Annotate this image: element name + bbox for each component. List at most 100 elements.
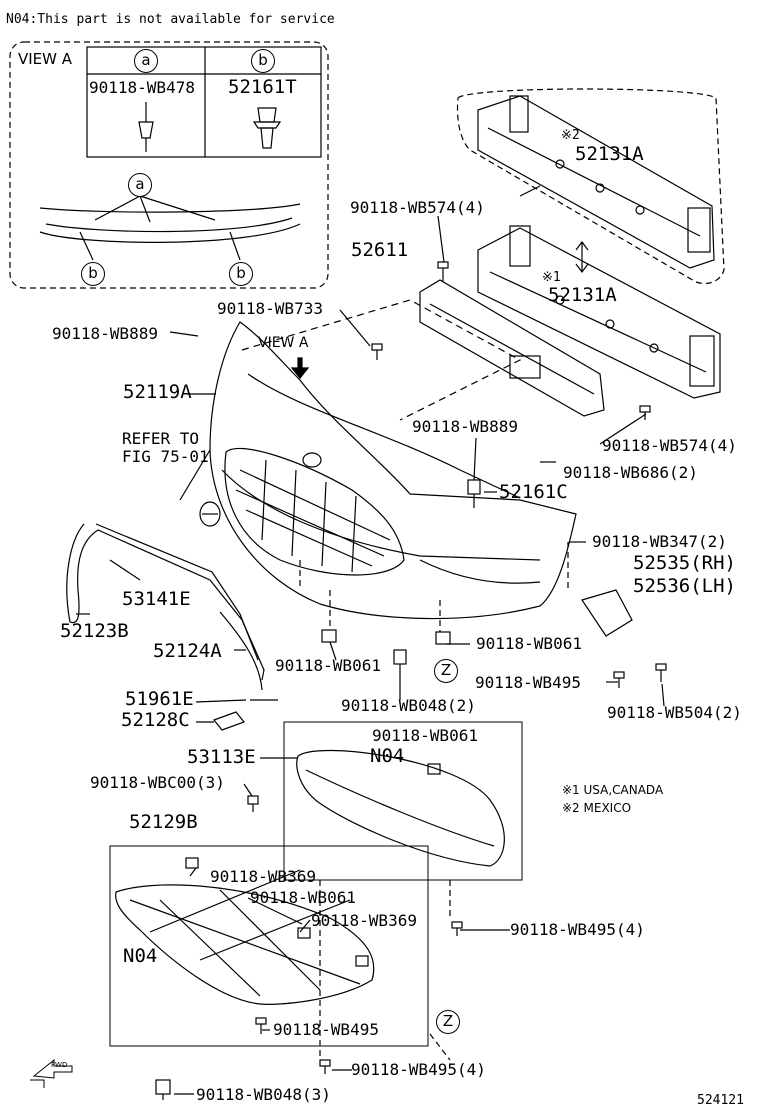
screw-icon [319, 1059, 331, 1074]
label-53113E: 53113E [187, 746, 256, 768]
label-90118-WB495-4-upper: 90118-WB495(4) [510, 920, 645, 939]
refer-note-line2: FIG 75-01 [122, 447, 209, 466]
bumper-cover-52119A [209, 321, 577, 620]
label-90118-WB686-2: 90118-WB686(2) [563, 463, 698, 482]
label-52119A: 52119A [123, 381, 192, 403]
mexico-variant-frame [456, 88, 725, 285]
emblem-icon [199, 501, 221, 527]
label-52611: 52611 [351, 239, 409, 261]
label-90118-WB574-4-right: 90118-WB574(4) [602, 436, 737, 455]
undercover-frame [109, 845, 429, 1047]
nut-icon [297, 927, 311, 939]
bolt-icon [437, 261, 449, 282]
label-N04-top: N04 [370, 745, 405, 767]
label-52124A: 52124A [153, 640, 222, 662]
bolt-icon [371, 343, 383, 360]
view-a-bumper-edge [39, 195, 301, 261]
fwd-direction-icon [30, 1058, 73, 1088]
label-90118-WB061-right: 90118-WB061 [476, 634, 582, 653]
reinforcement-52131A-mexico [477, 95, 715, 269]
header-note: N04:This part is not available for servi… [6, 12, 335, 27]
label-90118-WB574-4-top: 90118-WB574(4) [350, 198, 485, 217]
nut-icon [427, 763, 441, 775]
label-90118-WB061-center: 90118-WB061 [275, 656, 381, 675]
clip-icon [155, 1079, 171, 1100]
label-52123B: 52123B [60, 620, 129, 642]
bracket-52535 [581, 589, 633, 637]
bolt-icon [639, 405, 651, 420]
label-90118-WB369-lower: 90118-WB369 [311, 911, 417, 930]
label-N04-bottom: N04 [123, 945, 158, 967]
label-52535-RH: 52535(RH) [633, 552, 736, 574]
label-90118-WB048-3: 90118-WB048(3) [196, 1085, 331, 1104]
refer-note-line1: REFER TO [122, 429, 200, 448]
label-52161C: 52161C [499, 481, 568, 503]
label-90118-WB889-right: 90118-WB889 [412, 417, 518, 436]
callout-b-left: b [81, 262, 105, 286]
label-52536-LH: 52536(LH) [633, 575, 736, 597]
variant-mark-1: ※1 [542, 270, 561, 285]
location-marker-z-bottom: Z [436, 1010, 460, 1034]
region-note-2: ※2 MEXICO [562, 801, 632, 815]
label-52129B: 52129B [129, 811, 198, 833]
label-90118-WB495-single: 90118-WB495 [475, 673, 581, 692]
view-a-arrow-icon [290, 357, 310, 379]
clip-52161C [467, 479, 481, 508]
fastener-table [86, 46, 322, 158]
nut-icon [321, 629, 337, 643]
figure-id: 524121 [697, 1093, 744, 1108]
callout-a: a [128, 173, 152, 197]
leader-line [179, 449, 211, 501]
label-90118-WB061-spoiler: 90118-WB061 [372, 726, 478, 745]
tow-cover-52128C [213, 711, 245, 731]
label-90118-WB048-2: 90118-WB048(2) [341, 696, 476, 715]
label-51961E: 51961E [125, 688, 194, 710]
location-marker-z-top: Z [434, 659, 458, 683]
label-53141E: 53141E [122, 588, 191, 610]
leader-lines [76, 185, 665, 1095]
nut-icon [435, 631, 451, 645]
rivet-icon [138, 102, 154, 152]
label-52131A-top: 52131A [575, 143, 644, 165]
screw-icon [255, 1017, 267, 1034]
table-key-a: a [134, 49, 158, 73]
clip-icon [393, 649, 407, 665]
screw-icon [451, 921, 463, 936]
fwd-label: FWD [51, 1061, 68, 1069]
grille-moulding-53141E [66, 523, 265, 681]
callout-b-right: b [229, 262, 253, 286]
label-90118-WB504-2: 90118-WB504(2) [607, 703, 742, 722]
moulding-52124A [219, 611, 263, 691]
label-90118-WB733: 90118-WB733 [217, 299, 323, 318]
label-90118-WB369-upper: 90118-WB369 [210, 867, 316, 886]
view-a-pointer-label: VIEW A [258, 335, 309, 351]
label-90118-WB347-2: 90118-WB347(2) [592, 532, 727, 551]
hidden-edge [241, 299, 522, 421]
screw-icon [655, 663, 667, 682]
spoiler-53113E [296, 749, 505, 867]
moulding-inner-edge [95, 523, 259, 661]
reinforcement-52131A-usa [477, 225, 721, 399]
region-note-1: ※1 USA,CANADA [562, 783, 664, 797]
screw-icon [613, 671, 625, 688]
label-52128C: 52128C [121, 709, 190, 731]
variant-mark-2: ※2 [561, 128, 580, 143]
table-key-b: b [251, 49, 275, 73]
nut-icon [355, 955, 369, 967]
label-90118-WB061-cover: 90118-WB061 [250, 888, 356, 907]
spoiler-frame [283, 721, 523, 881]
location-guides [299, 542, 569, 1061]
view-a-inset-frame [9, 41, 329, 289]
table-part-a: 90118-WB478 [89, 78, 195, 97]
undercover-52129B [115, 869, 375, 1005]
swap-arrow-icon [575, 241, 589, 273]
table-part-b: 52161T [228, 76, 297, 98]
view-a-title: VIEW A [18, 50, 73, 68]
absorber-52611 [419, 279, 605, 417]
label-90118-WBC00-3: 90118-WBC00(3) [90, 773, 225, 792]
label-90118-WB495-4-lower: 90118-WB495(4) [351, 1060, 486, 1079]
clip-icon [252, 107, 282, 149]
label-90118-WB889-left: 90118-WB889 [52, 324, 158, 343]
